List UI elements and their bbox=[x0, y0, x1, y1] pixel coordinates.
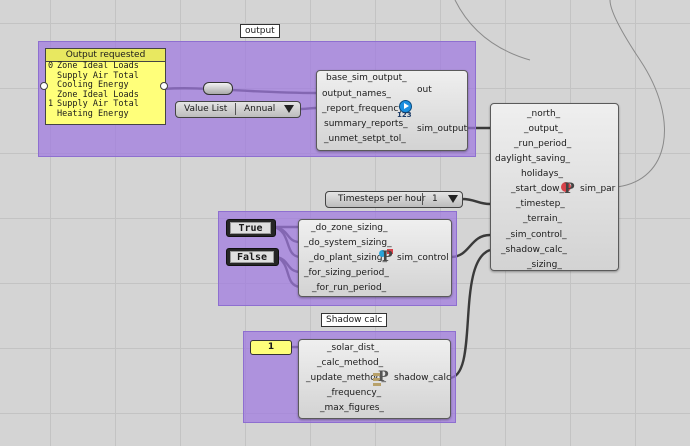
wire-simpar-out-curve bbox=[609, 0, 665, 188]
true-toggle-label: True bbox=[230, 222, 271, 234]
ladybug-p-icon: P bbox=[561, 182, 576, 197]
sim-par-component[interactable]: _north_ _output_ _run_period_ daylight_s… bbox=[490, 103, 619, 271]
relay-node[interactable] bbox=[203, 82, 233, 95]
panel-line: Heating Energy bbox=[57, 108, 129, 119]
panel-input-grip[interactable] bbox=[40, 82, 48, 90]
sim-control-component[interactable]: _do_zone_sizing_ _do_system_sizing_ _do_… bbox=[298, 219, 452, 297]
input-report-frequency[interactable]: _report_frequency_ bbox=[322, 104, 409, 114]
input-output-names[interactable]: output_names_ bbox=[322, 89, 391, 99]
output-out[interactable]: out bbox=[417, 85, 432, 95]
slider-value: 1 bbox=[432, 194, 438, 204]
wire-shadow-to-shadow bbox=[448, 248, 491, 380]
dropdown-arrow-icon[interactable] bbox=[448, 195, 458, 203]
input-for-sizing-period[interactable]: _for_sizing_period_ bbox=[304, 268, 389, 278]
input-holidays[interactable]: holidays_ bbox=[521, 169, 563, 179]
output-shadow-calc[interactable]: shadow_calc bbox=[394, 373, 451, 383]
input-daylight-saving[interactable]: daylight_saving_ bbox=[495, 154, 570, 164]
shadow-calc-icon: P bbox=[372, 369, 390, 387]
input-for-run-period[interactable]: _for_run_period_ bbox=[312, 283, 387, 293]
number-panel-value: 1 bbox=[267, 342, 275, 352]
output-sim-control[interactable]: sim_control bbox=[397, 253, 449, 263]
shadow-group-label: Shadow calc bbox=[321, 313, 388, 327]
output-sim-output[interactable]: sim_output bbox=[417, 124, 468, 134]
sim-output-component[interactable]: base_sim_output_ output_names_ _report_f… bbox=[316, 70, 468, 151]
input-output[interactable]: _output_ bbox=[524, 124, 563, 134]
input-frequency[interactable]: _frequency_ bbox=[327, 388, 382, 398]
input-do-system-sizing[interactable]: _do_system_sizing_ bbox=[304, 238, 392, 248]
shadow-calc-component[interactable]: _solar_dist_ _calc_method_ _update_metho… bbox=[298, 339, 451, 419]
input-base-sim-output[interactable]: base_sim_output_ bbox=[326, 73, 407, 83]
sim-output-icon-text: 123 bbox=[397, 111, 412, 119]
input-start-dow[interactable]: _start_dow_ bbox=[511, 184, 565, 194]
input-shadow-calc[interactable]: _shadow_calc_ bbox=[501, 245, 567, 255]
input-north[interactable]: _north_ bbox=[527, 109, 561, 119]
input-terrain[interactable]: _terrain_ bbox=[523, 214, 563, 224]
output-sim-par[interactable]: sim_par bbox=[580, 184, 616, 194]
wire-top-curve bbox=[454, 0, 531, 61]
input-sim-control[interactable]: _sim_control_ bbox=[506, 230, 567, 240]
panel-line: Supply Air Total bbox=[57, 70, 139, 81]
input-do-plant-sizing[interactable]: _do_plant_sizing_ bbox=[309, 253, 388, 263]
input-max-figures[interactable]: _max_figures_ bbox=[320, 403, 384, 413]
input-run-period[interactable]: _run_period_ bbox=[514, 139, 572, 149]
sim-control-icon: P bbox=[379, 249, 395, 265]
output-group-label: output bbox=[240, 24, 280, 38]
input-timestep[interactable]: _timestep_ bbox=[516, 199, 565, 209]
true-toggle[interactable]: True bbox=[226, 219, 276, 237]
input-unmet-setpt-tol[interactable]: _unmet_setpt_tol_ bbox=[324, 134, 406, 144]
input-solar-dist[interactable]: _solar_dist_ bbox=[327, 343, 379, 353]
panel-line: Zone Ideal Loads bbox=[57, 89, 139, 100]
value-list-label: Value List bbox=[184, 104, 228, 114]
value-list[interactable]: Value List Annual bbox=[175, 101, 301, 118]
panel-title: Output requested bbox=[46, 49, 165, 62]
false-toggle[interactable]: False bbox=[226, 248, 279, 266]
input-summary-reports[interactable]: summary_reports_ bbox=[324, 119, 408, 129]
panel-line: Cooling Energy bbox=[57, 80, 129, 91]
false-toggle-label: False bbox=[230, 251, 274, 263]
panel-output-grip[interactable] bbox=[160, 82, 168, 90]
dropdown-arrow-icon[interactable] bbox=[284, 105, 294, 113]
timesteps-slider[interactable]: Timesteps per hour 1 bbox=[325, 191, 463, 208]
input-update-method[interactable]: _update_method_ bbox=[306, 373, 386, 383]
play-icon bbox=[399, 100, 412, 113]
value-list-value: Annual bbox=[244, 104, 276, 114]
wire-slider-to-timestep bbox=[461, 197, 491, 206]
slider-label: Timesteps per hour bbox=[338, 194, 426, 204]
input-sizing[interactable]: _sizing_ bbox=[527, 260, 562, 270]
solar-dist-number-panel[interactable]: 1 bbox=[250, 340, 292, 355]
input-do-zone-sizing[interactable]: _do_zone_sizing_ bbox=[311, 223, 388, 233]
input-calc-method[interactable]: _calc_method_ bbox=[317, 358, 384, 368]
